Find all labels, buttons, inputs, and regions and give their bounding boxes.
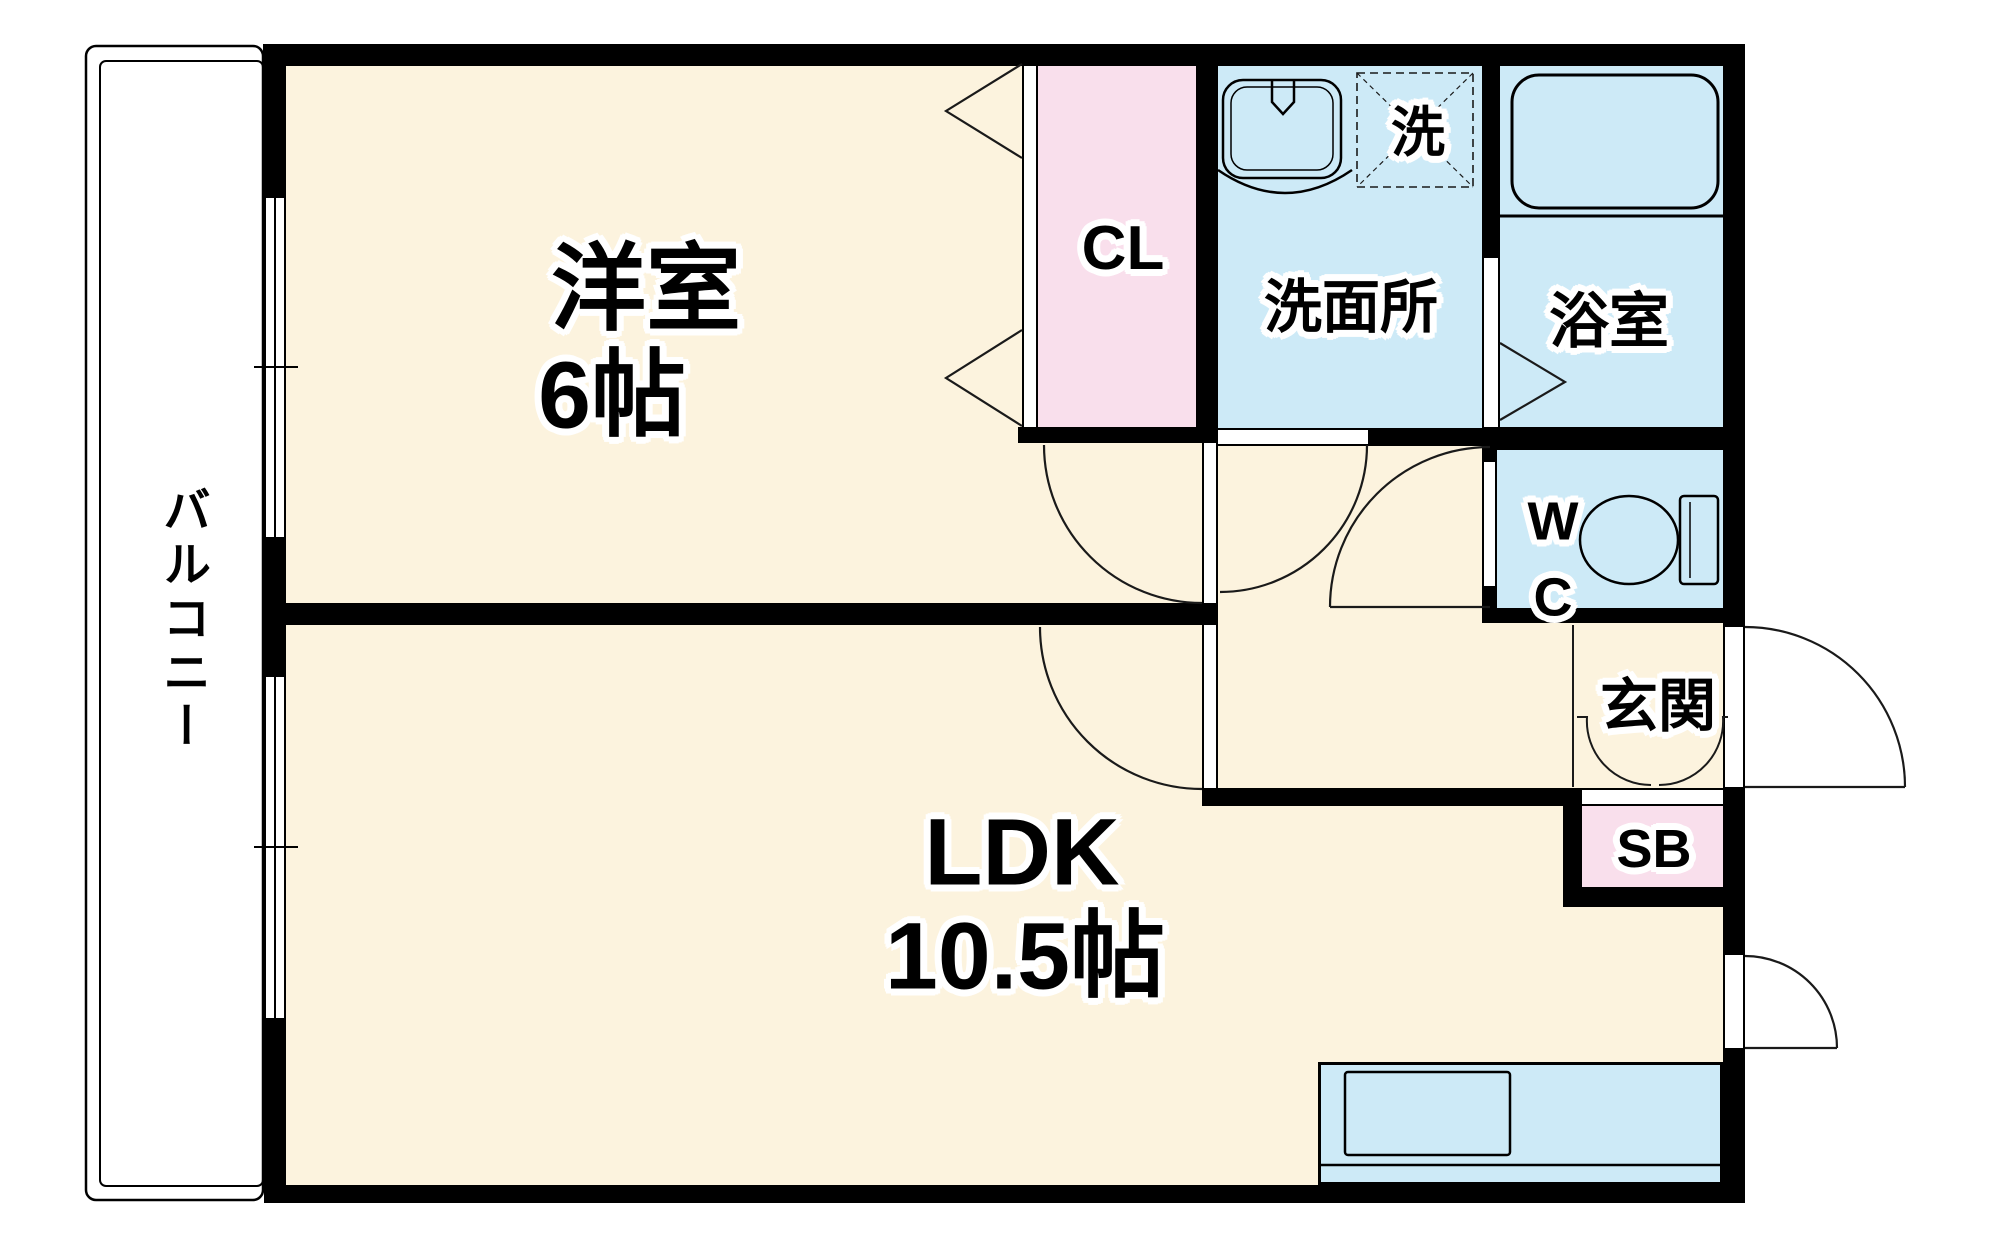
entrance-label: 玄関 <box>1599 674 1717 739</box>
hall-ldk-door-opening <box>1202 625 1218 788</box>
wall-top <box>263 44 1745 66</box>
balcony-outline <box>84 44 265 1202</box>
bathroom-label: 浴室 <box>1549 288 1669 355</box>
wc-label-line2: C <box>1533 567 1573 627</box>
wall-wc-bottom <box>1482 608 1723 623</box>
laundry-label: 洗 <box>1391 103 1445 163</box>
wall-bottom <box>264 1185 1745 1203</box>
wall-left-a <box>264 44 286 198</box>
western-room-door-arc <box>1042 444 1203 605</box>
washroom-door-arc <box>1219 444 1369 594</box>
western-room-size-label: 6帖 <box>538 342 686 449</box>
closet-floor <box>1038 64 1196 427</box>
shoebox-top-opening <box>1582 788 1723 806</box>
entry-door-arc <box>1744 625 1907 789</box>
balcony-label: バルコニー <box>155 485 208 755</box>
washroom-label: 洗面所 <box>1263 275 1439 340</box>
wall-left-c <box>264 1018 286 1203</box>
wc-label-line1: W <box>1527 491 1579 552</box>
bathroom-door-opening <box>1482 258 1500 427</box>
wall-wc-stub-top <box>1482 450 1497 462</box>
wall-washroom-bathroom <box>1482 44 1500 258</box>
shoebox-label: SB <box>1616 819 1692 879</box>
back-door-opening <box>1723 955 1745 1048</box>
wall-closet-washroom <box>1196 44 1218 443</box>
wc-label: W C <box>1528 484 1579 635</box>
bathroom-floor <box>1500 66 1723 427</box>
hall-ldk-door-arc <box>1038 626 1203 791</box>
wc-door-opening <box>1482 462 1497 586</box>
washing-machine-area-icon <box>1356 72 1474 188</box>
shoebox-floor <box>1582 806 1723 887</box>
wall-divider-western-ldk <box>264 603 1218 625</box>
kitchen-sink-icon <box>1318 1070 1723 1167</box>
western-room-door-opening <box>1202 443 1218 603</box>
bathtub-icon <box>1500 73 1723 218</box>
wall-shoebox-left <box>1563 788 1582 907</box>
washroom-door-opening <box>1218 428 1368 446</box>
bathroom-folding-door-icon <box>1499 342 1568 421</box>
ldk-size-label: 10.5帖 <box>885 903 1165 1010</box>
sink-icon <box>1217 78 1353 195</box>
toilet-icon <box>1578 494 1720 586</box>
wall-washroom-bottom <box>1368 428 1482 446</box>
wall-closet-bottom <box>1018 427 1196 443</box>
back-door-arc <box>1744 954 1839 1050</box>
closet-folding-door-icon <box>943 63 1023 427</box>
wall-shoebox-bottom <box>1563 887 1745 907</box>
wall-bathroom-bottom <box>1482 427 1723 450</box>
closet-door-opening <box>1022 64 1038 427</box>
wall-right-a <box>1723 44 1745 627</box>
entry-door-opening <box>1723 627 1745 787</box>
entrance-step-glyph <box>1572 625 1728 787</box>
ldk-label: LDK <box>924 799 1120 906</box>
door-arcs <box>1038 444 1907 1050</box>
western-room-label: 洋室 <box>550 236 742 343</box>
closet-label: CL <box>1081 214 1165 283</box>
wall-hall-bottom <box>1202 788 1582 806</box>
wall-right-c <box>1723 1048 1745 1203</box>
washroom-floor <box>1218 66 1482 428</box>
wc-door-arc <box>1328 445 1491 609</box>
wall-right-b <box>1723 787 1745 955</box>
window-glyphs <box>254 198 298 1018</box>
